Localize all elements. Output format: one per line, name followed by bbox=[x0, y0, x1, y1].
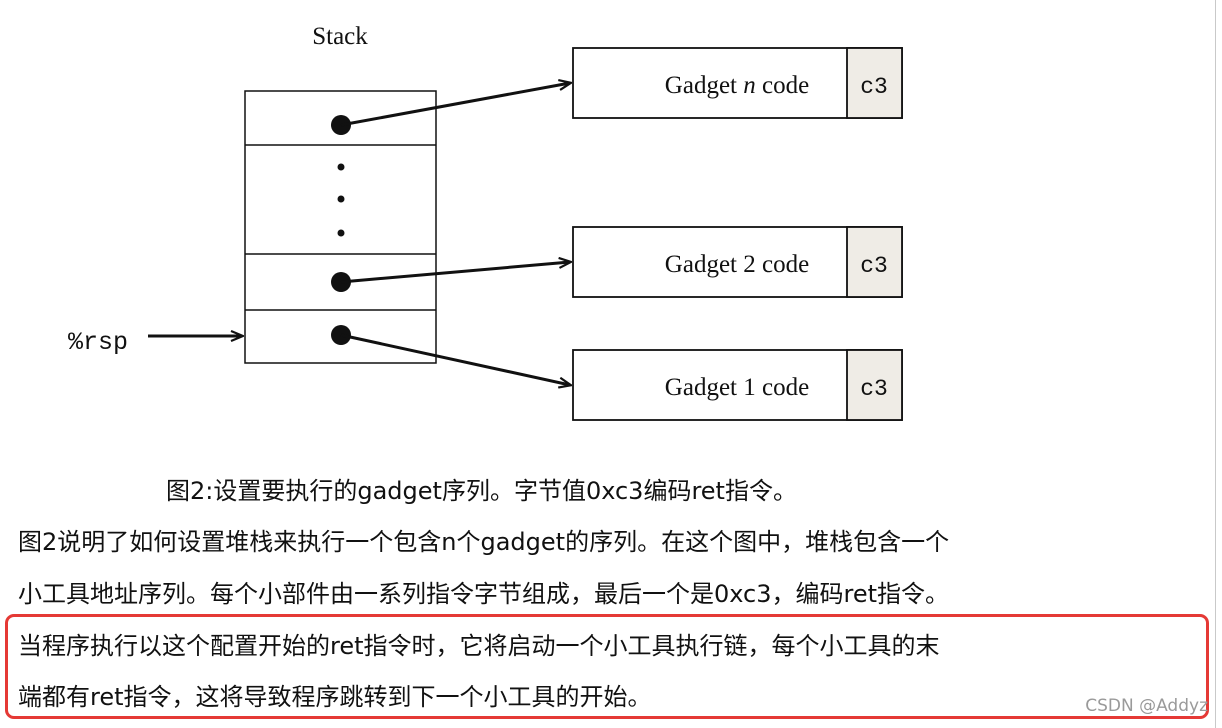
rop-stack-diagram: Stack %rsp Gadget n code bbox=[68, 23, 903, 421]
gadget-n-ret-byte: c3 bbox=[860, 74, 888, 100]
paragraph-line-4: 端都有ret指令，这将导致程序跳转到下一个小工具的开始。 bbox=[18, 683, 652, 711]
watermark: CSDN @Addyz bbox=[1085, 696, 1208, 716]
paragraph-line-2: 小工具地址序列。每个小部件由一系列指令字节组成，最后一个是0xc3，编码ret指… bbox=[18, 580, 950, 608]
stack-column bbox=[244, 90, 437, 364]
gadget-n-label: Gadget n code bbox=[665, 72, 809, 99]
gadget-1-box: Gadget 1 code c3 bbox=[572, 349, 903, 421]
gadget-2-box: Gadget 2 code c3 bbox=[572, 226, 903, 298]
rsp-label: %rsp bbox=[68, 328, 128, 357]
right-edge-divider bbox=[1215, 0, 1216, 728]
stack-ellipsis bbox=[337, 163, 345, 237]
stack-label: Stack bbox=[312, 23, 368, 50]
gadget-n-box: Gadget n code c3 bbox=[572, 47, 903, 119]
paragraph-line-3: 当程序执行以这个配置开始的ret指令时，它将启动一个小工具执行链，每个小工具的末 bbox=[18, 632, 940, 660]
gadget-2-ret-byte: c3 bbox=[860, 253, 888, 279]
highlight-box bbox=[5, 614, 1209, 719]
arrow-to-gadget-2 bbox=[340, 262, 570, 284]
gadget-2-label: Gadget 2 code bbox=[665, 251, 809, 278]
gadget-1-ret-byte: c3 bbox=[860, 376, 888, 402]
paragraph-line-1: 图2说明了如何设置堆栈来执行一个包含n个gadget的序列。在这个图中，堆栈包含… bbox=[18, 528, 950, 556]
gadget-1-label: Gadget 1 code bbox=[665, 374, 809, 401]
arrow-to-gadget-n bbox=[340, 83, 570, 127]
arrow-to-gadget-1 bbox=[340, 333, 570, 385]
figure-caption: 图2:设置要执行的gadget序列。字节值0xc3编码ret指令。 bbox=[166, 477, 797, 505]
